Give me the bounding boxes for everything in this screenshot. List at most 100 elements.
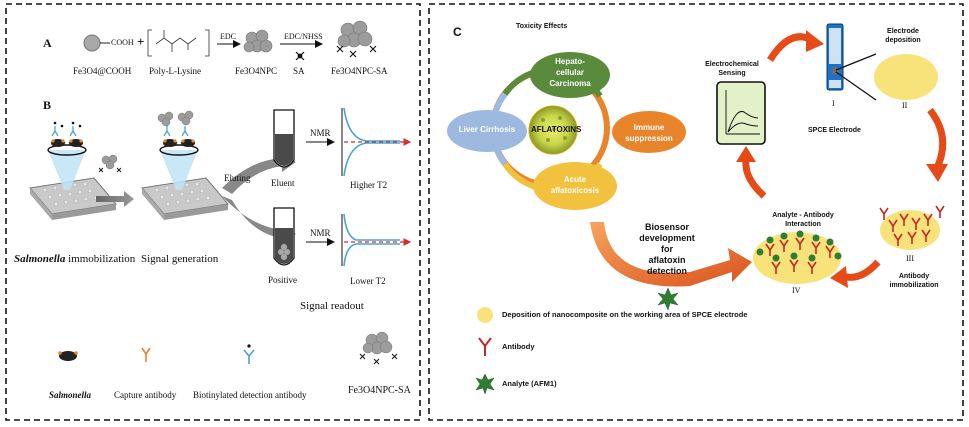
eluting-label: Eluting — [224, 173, 251, 183]
analyte-antibody-line-2: Interaction — [785, 221, 821, 228]
liver-cirrhosis-text: Liver Cirrhosis — [458, 125, 516, 134]
cooh-label: COOH — [111, 38, 134, 47]
immune-line-1: Immune — [633, 123, 665, 132]
capture-antibodies-1 — [51, 126, 77, 137]
plus-sign: + — [137, 34, 145, 49]
microplate-2 — [141, 177, 229, 220]
immune-text: Immune suppression — [618, 122, 680, 144]
fe3o4npc-cluster — [243, 29, 273, 53]
aflatoxins-text: AFLATOXINS — [531, 125, 582, 134]
bound-antibodies — [765, 237, 835, 274]
hepatocellular-text: Hepato- cellular Carcinoma — [540, 56, 600, 89]
nmr-label-top: NMR — [310, 128, 331, 138]
electrode-deposition-text: Electrode deposition — [880, 27, 926, 45]
roman-iv: IV — [792, 286, 801, 295]
legend-antibody-icon — [478, 337, 492, 356]
biosensor-line-3: aflatoxin — [648, 255, 686, 265]
electrochemical-line-2: Sensing — [718, 70, 746, 77]
positive-label: Positive — [268, 275, 298, 285]
antibody-immobilization-line-1: Antibody — [898, 273, 930, 280]
caption-sa: SA — [293, 66, 305, 76]
arrow-sensing-to-spce — [767, 33, 814, 62]
hepatocellular-ellipse — [530, 52, 610, 98]
legend-deposition-label: Deposition of nanocomposite on the worki… — [502, 310, 748, 319]
nmr-plot-lower — [341, 213, 412, 267]
caption-poly-l-lysine: Poly-L-Lysine — [149, 66, 201, 76]
analyte-antibody-line-1: Analyte - Antibody — [772, 212, 834, 219]
legend-nanoparticle-icon — [362, 331, 393, 355]
toxicity-effects-label: Toxicity Effects — [516, 23, 568, 30]
salmonella-immobilization-label: Salmonella immobilization — [14, 254, 135, 265]
transfer-arrow — [96, 191, 134, 207]
roman-ii: II — [902, 101, 908, 110]
caption-fe3o4-cooh: Fe3O4@COOH — [73, 66, 132, 76]
well-funnel-1 — [48, 150, 86, 190]
panel-b-label: B — [43, 98, 52, 112]
liver-cirrhosis-ellipse — [447, 110, 527, 152]
roman-i: I — [832, 99, 835, 108]
acute-ellipse — [533, 162, 617, 210]
panel-c-label: C — [453, 25, 462, 39]
fe3o4npc-sa-cluster — [337, 20, 373, 48]
legend-deposition-icon — [477, 307, 493, 323]
legend-analyte-icon — [475, 373, 495, 395]
immobilization-word: immobilization — [68, 253, 136, 265]
panel-c-graphics — [447, 23, 948, 395]
spce-electrode-text: SPCE Electrode — [808, 127, 861, 134]
edc-nhss-label: EDC/NHSS — [284, 32, 323, 41]
signal-readout-label: Signal readout — [300, 300, 364, 312]
sa-icon — [295, 51, 305, 61]
biosensor-text: Biosensor development for aflatoxin dete… — [636, 222, 698, 277]
salmonella-italic: Salmonella — [14, 253, 66, 265]
immune-line-2: suppression — [625, 134, 673, 143]
arrow-antibody-to-interaction — [840, 259, 881, 281]
legend-salmonella-icon — [58, 351, 78, 361]
legend-analyte-label: Analyte (AFM1) — [502, 379, 557, 388]
nmr-label-bottom: NMR — [310, 228, 331, 238]
lower-t2-label: Lower T2 — [350, 276, 386, 286]
poly-l-lysine-structure — [147, 29, 210, 57]
hepato-line-2: cellular — [555, 68, 584, 77]
arrow-deposition-to-antibody — [927, 107, 947, 172]
immobilized-antibodies — [879, 205, 945, 246]
electrochemical-line-1: Electrochemical — [705, 61, 759, 68]
hepato-line-1: Hepato- — [555, 57, 585, 66]
add-particle-icon — [101, 154, 118, 170]
biosensor-line-2: development for — [639, 233, 695, 254]
immune-ellipse — [612, 111, 686, 153]
analyte-antibody-text: Analyte - Antibody Interaction — [770, 211, 836, 229]
panel-ab-border — [5, 3, 421, 421]
electrode-deposition-line-1: Electrode — [887, 28, 919, 35]
acute-text: Acute aflatoxicosis — [545, 174, 605, 196]
sensing-box — [716, 81, 766, 145]
legend-detection-antibody-label: Biotinylated detection antibody — [193, 390, 307, 400]
bound-particles — [157, 110, 194, 127]
legend-salmonella-label: Salmonella — [49, 390, 92, 400]
panel-c-border — [428, 3, 964, 421]
caption-fe3o4npc-sa: Fe3O4NPC-SA — [331, 66, 388, 76]
salmonella-on-well-1 — [51, 139, 83, 147]
fe3o4-cooh-particle — [83, 34, 101, 52]
legend-nanoparticle-label: Fe3O4NPC-SA — [348, 385, 411, 396]
arrow-interaction-to-sensing — [742, 159, 767, 199]
legend-detection-antibody-icon — [243, 344, 255, 364]
panel-a-label: A — [43, 36, 52, 50]
salmonella-on-well-2 — [163, 139, 195, 147]
interaction-disk — [753, 232, 841, 284]
biosensor-line-4: detection — [646, 266, 687, 276]
biosensor-curved-arrow — [590, 222, 752, 287]
antibody-immobilization-text: Antibody immobilization — [888, 272, 940, 290]
antibody-immobilization-line-2: immobilization — [889, 282, 939, 289]
eluent-label: Eluent — [271, 178, 295, 188]
roman-iii: III — [906, 254, 914, 263]
panel-b-graphics — [29, 107, 412, 365]
electrode-deposition-line-2: deposition — [885, 37, 921, 44]
caption-fe3o4npc: Fe3O4NPC — [235, 66, 278, 76]
hepato-line-3: Carcinoma — [549, 79, 591, 88]
tube-eluent — [273, 109, 295, 168]
edc-label: EDC — [220, 32, 236, 41]
antibody-immobilization-disk — [880, 210, 940, 250]
bound-analytes — [756, 230, 842, 262]
